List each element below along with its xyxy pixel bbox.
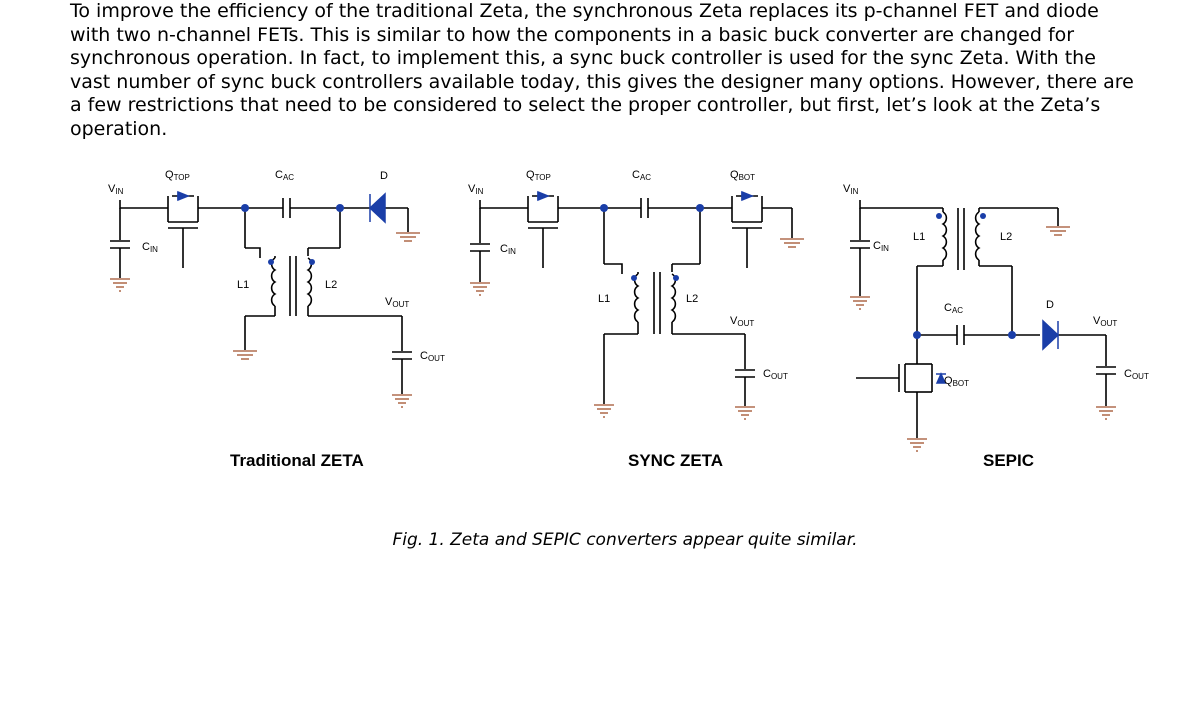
label-d: D — [380, 170, 388, 182]
diode-icon — [368, 192, 386, 224]
label-l1: L1 — [237, 279, 249, 291]
paragraph-line: To improve the efficiency of the traditi… — [70, 0, 1099, 22]
sepic-schematic — [850, 200, 1116, 438]
label-cout: COUT — [420, 350, 445, 363]
label-cac: CAC — [632, 169, 651, 182]
junction-dot — [1008, 331, 1016, 339]
label-cin: CIN — [873, 240, 889, 253]
label-vout: VOUT — [730, 315, 754, 328]
paragraph-line: with two n-channel FETs. This is similar… — [70, 23, 1075, 46]
junction-dot — [913, 331, 921, 339]
ground-icon — [470, 282, 490, 296]
polarity-dot — [309, 259, 315, 265]
body-diode-icon — [935, 372, 947, 384]
label-d: D — [1046, 299, 1054, 311]
paragraph-line: a few restrictions that need to be consi… — [70, 94, 1101, 116]
label-l2: L2 — [325, 279, 337, 291]
label-cin: CIN — [142, 241, 158, 254]
junction-dot — [336, 204, 344, 212]
label-cout: COUT — [1124, 368, 1149, 381]
traditional-zeta-schematic — [110, 195, 412, 394]
body-diode-icon — [177, 190, 191, 202]
label-cin: CIN — [500, 243, 516, 256]
diode-icon — [1042, 319, 1060, 351]
ground-icon — [594, 404, 614, 418]
circuit-figure: VIN QTOP CAC D CIN L1 L2 VOUT COUT VIN Q… — [108, 169, 1149, 470]
label-qbot: QBOT — [944, 375, 969, 388]
ground-icon — [1046, 226, 1070, 236]
ground-icon — [110, 278, 130, 292]
label-cout: COUT — [763, 368, 788, 381]
body-diode-icon — [741, 190, 755, 202]
label-vin: VIN — [843, 183, 859, 196]
ground-icon — [780, 238, 804, 248]
ground-icons — [110, 226, 1116, 452]
label-qtop: QTOP — [165, 169, 190, 182]
body-diode-icon — [537, 190, 551, 202]
label-l2: L2 — [686, 293, 698, 305]
label-cac: CAC — [944, 302, 963, 315]
label-cac: CAC — [275, 169, 294, 182]
junction-dot — [696, 204, 704, 212]
figure-caption: Fig. 1. Zeta and SEPIC converters appear… — [392, 530, 858, 550]
paragraph-line: operation. — [70, 117, 168, 140]
circuit-title: SEPIC — [983, 451, 1034, 470]
polarity-dot — [268, 259, 274, 265]
label-vout: VOUT — [385, 296, 409, 309]
label-qtop: QTOP — [526, 169, 551, 182]
label-l1: L1 — [913, 231, 925, 243]
sync-zeta-schematic — [470, 195, 793, 406]
label-vout: VOUT — [1093, 315, 1117, 328]
polarity-dot — [631, 275, 637, 281]
label-l2: L2 — [1000, 231, 1012, 243]
junction-dot — [600, 204, 608, 212]
ground-icon — [1096, 406, 1116, 420]
label-vin: VIN — [108, 183, 124, 196]
polarity-dot — [673, 275, 679, 281]
junction-dot — [241, 204, 249, 212]
label-vin: VIN — [468, 183, 484, 196]
circuit-title: Traditional ZETA — [230, 451, 364, 470]
polarity-dot — [980, 213, 986, 219]
ground-icon — [850, 296, 870, 310]
paragraph-line: synchronous operation. In fact, to imple… — [70, 47, 1096, 69]
ground-icon — [233, 350, 257, 360]
body-paragraph: To improve the efficiency of the traditi… — [70, 0, 1150, 141]
ground-icon — [735, 406, 755, 420]
ground-icon — [907, 438, 927, 452]
circuit-title: SYNC ZETA — [628, 451, 723, 470]
label-qbot: QBOT — [730, 169, 755, 182]
ground-icon — [392, 394, 412, 408]
ground-icon — [396, 232, 420, 242]
polarity-dot — [936, 213, 942, 219]
label-l1: L1 — [598, 293, 610, 305]
paragraph-line: vast number of sync buck controllers ava… — [70, 70, 1134, 93]
